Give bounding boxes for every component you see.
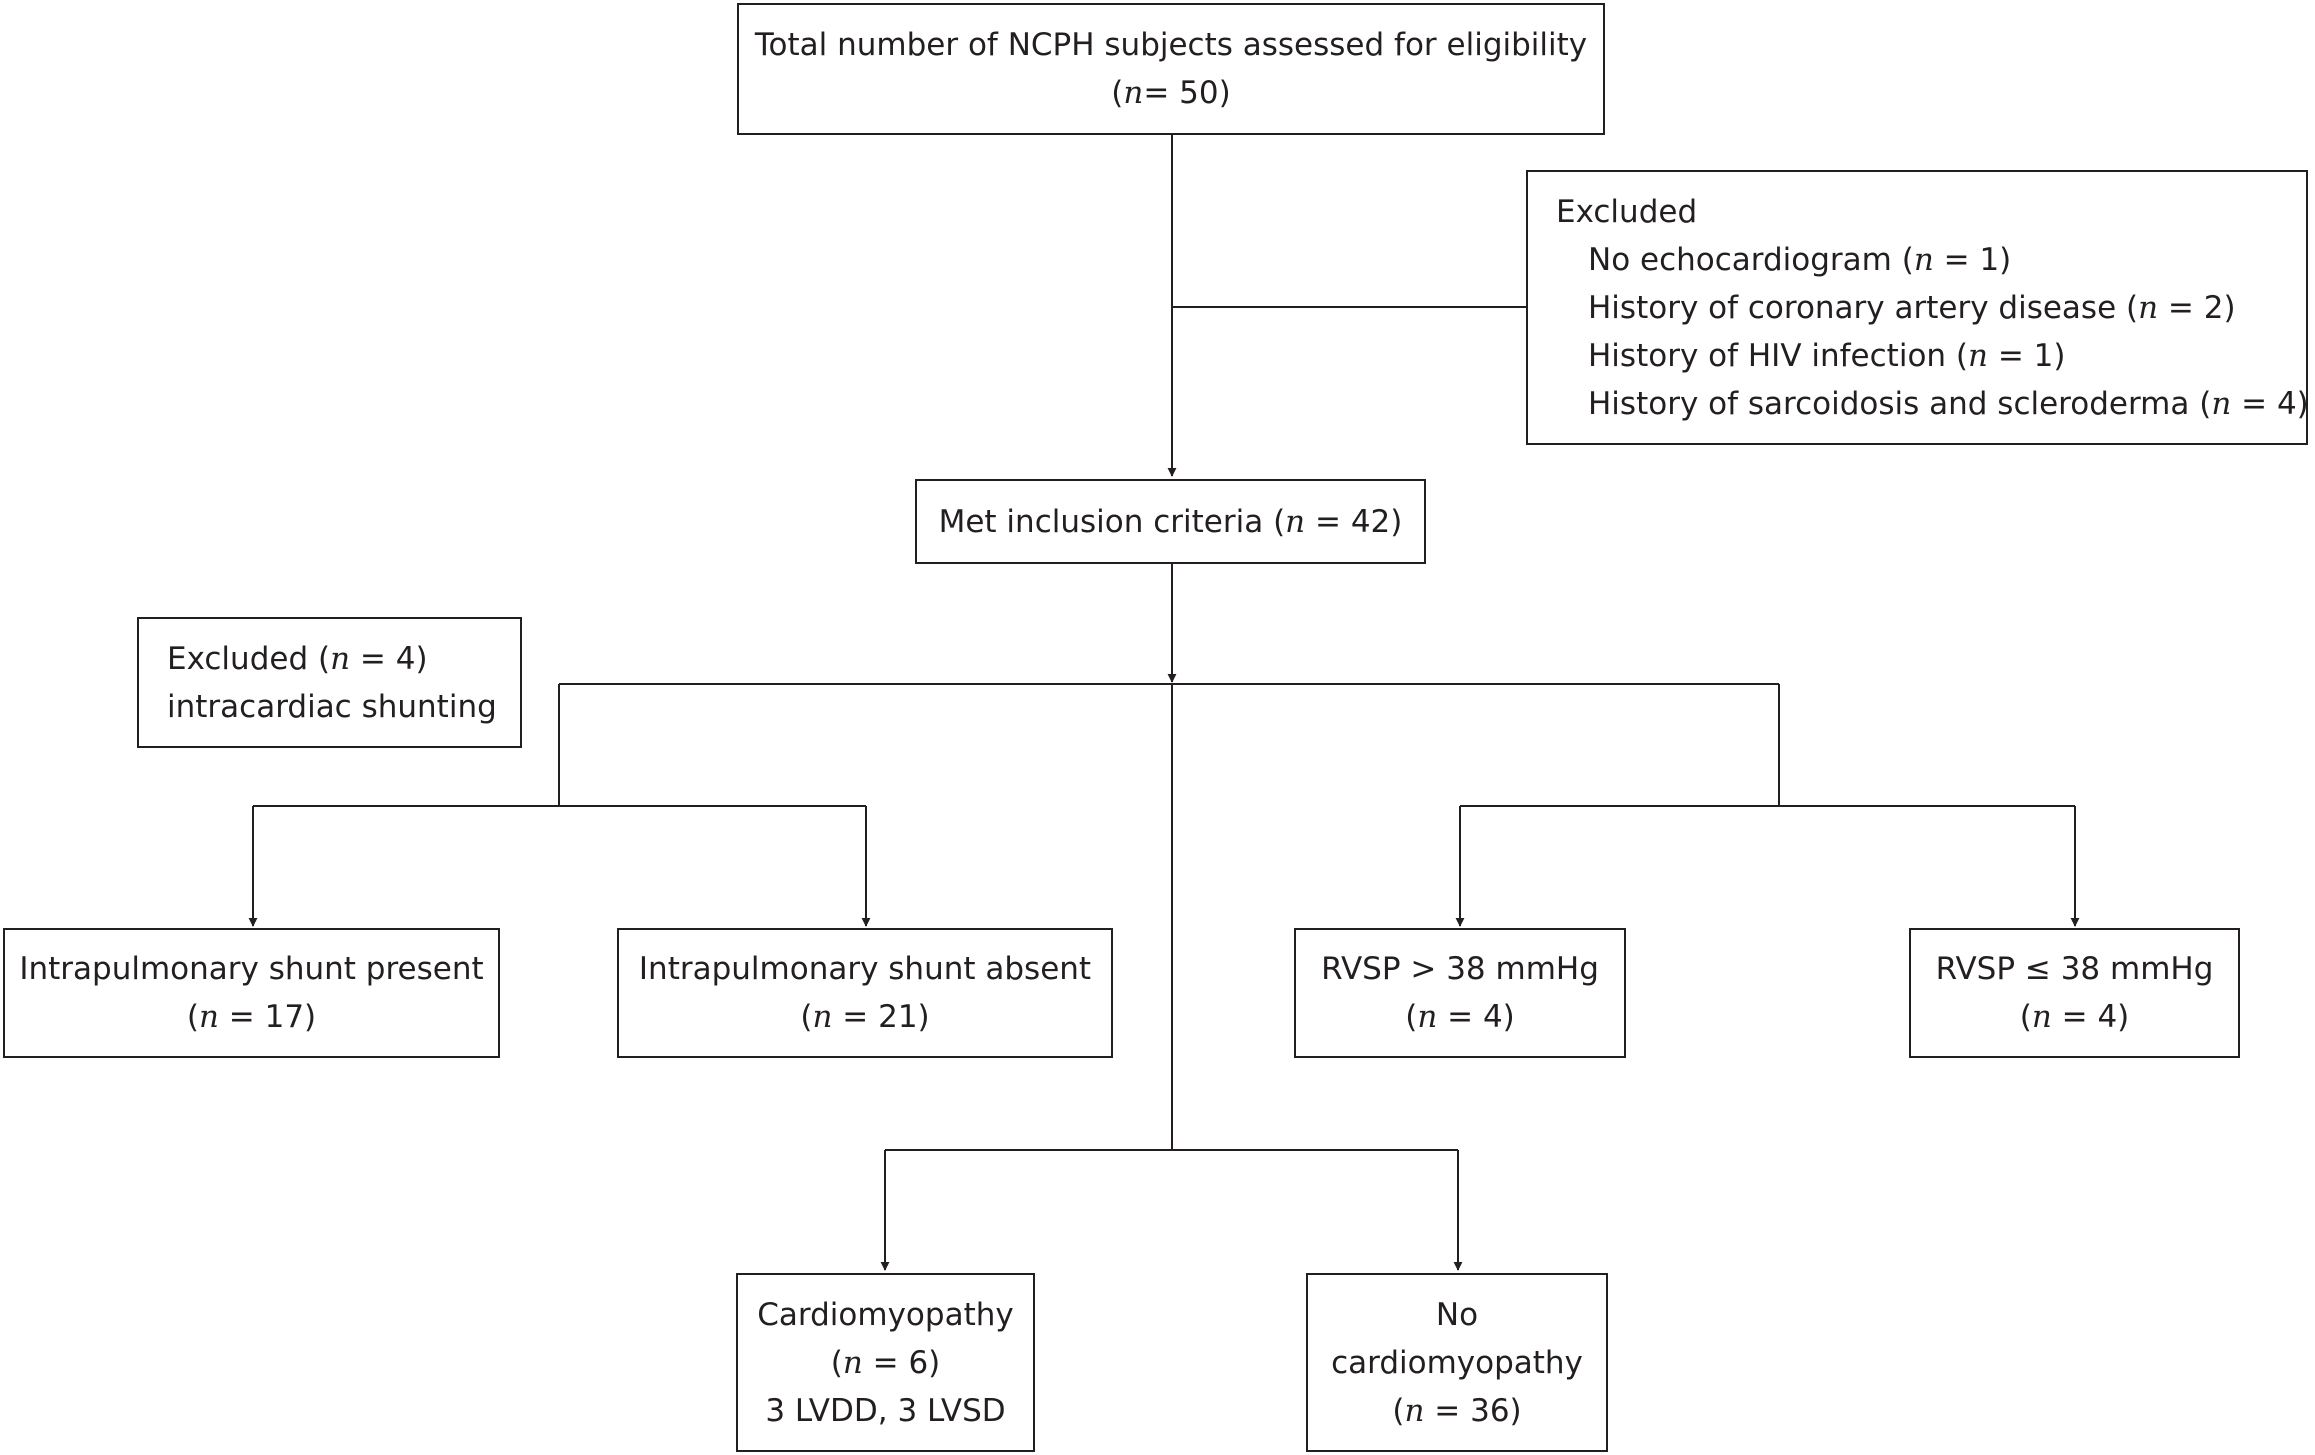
- excluded-criteria-box: Excluded No echocardiogram (n = 1) Histo…: [1526, 170, 2309, 445]
- rvsp-high-label: RVSP > 38 mmHg: [1321, 951, 1599, 987]
- no-cardiomyopathy-label-1: No: [1435, 1296, 1479, 1333]
- shunt-absent-label: Intrapulmonary shunt absent: [638, 951, 1092, 987]
- total-subjects-count: (n= 50): [1111, 75, 1231, 111]
- excluded-item: History of sarcoidosis and scleroderma (…: [1588, 385, 2309, 422]
- excluded-item: No echocardiogram (n = 1): [1588, 241, 2012, 278]
- excluded-shunting-reason: intracardiac shunting: [167, 688, 497, 725]
- excluded-title: Excluded: [1556, 193, 1698, 230]
- excluded-shunting-box: Excluded (n = 4) intracardiac shunting: [137, 617, 522, 748]
- total-subjects-label: Total number of NCPH subjects assessed f…: [754, 27, 1588, 63]
- excluded-item: History of HIV infection (n = 1): [1588, 337, 2066, 374]
- inclusion-criteria-box: Met inclusion criteria (n = 42): [915, 479, 1426, 564]
- rvsp-high-box: RVSP > 38 mmHg (n = 4): [1294, 928, 1626, 1058]
- cardiomyopathy-detail: 3 LVDD, 3 LVSD: [765, 1392, 1006, 1429]
- rvsp-low-box: RVSP ≤ 38 mmHg (n = 4): [1909, 928, 2240, 1058]
- shunt-present-label: Intrapulmonary shunt present: [19, 951, 484, 987]
- shunt-absent-count: (n = 21): [800, 999, 930, 1035]
- no-cardiomyopathy-label-2: cardiomyopathy: [1331, 1344, 1583, 1381]
- inclusion-label: Met inclusion criteria (n = 42): [938, 503, 1403, 540]
- cardiomyopathy-count: (n = 6): [830, 1344, 941, 1381]
- cardiomyopathy-box: Cardiomyopathy (n = 6) 3 LVDD, 3 LVSD: [736, 1273, 1035, 1452]
- no-cardiomyopathy-count: (n = 36): [1392, 1392, 1522, 1429]
- no-cardiomyopathy-box: No cardiomyopathy (n = 36): [1306, 1273, 1608, 1452]
- rvsp-low-label: RVSP ≤ 38 mmHg: [1935, 951, 2214, 987]
- shunt-absent-box: Intrapulmonary shunt absent (n = 21): [617, 928, 1113, 1058]
- rvsp-low-count: (n = 4): [2019, 999, 2130, 1035]
- rvsp-high-count: (n = 4): [1405, 999, 1515, 1035]
- total-subjects-box: Total number of NCPH subjects assessed f…: [737, 3, 1605, 135]
- excluded-shunting-count: Excluded (n = 4): [167, 640, 428, 677]
- shunt-present-count: (n = 17): [186, 999, 317, 1035]
- shunt-present-box: Intrapulmonary shunt present (n = 17): [3, 928, 500, 1058]
- cardiomyopathy-label: Cardiomyopathy: [757, 1296, 1014, 1333]
- excluded-item: History of coronary artery disease (n = …: [1588, 289, 2236, 326]
